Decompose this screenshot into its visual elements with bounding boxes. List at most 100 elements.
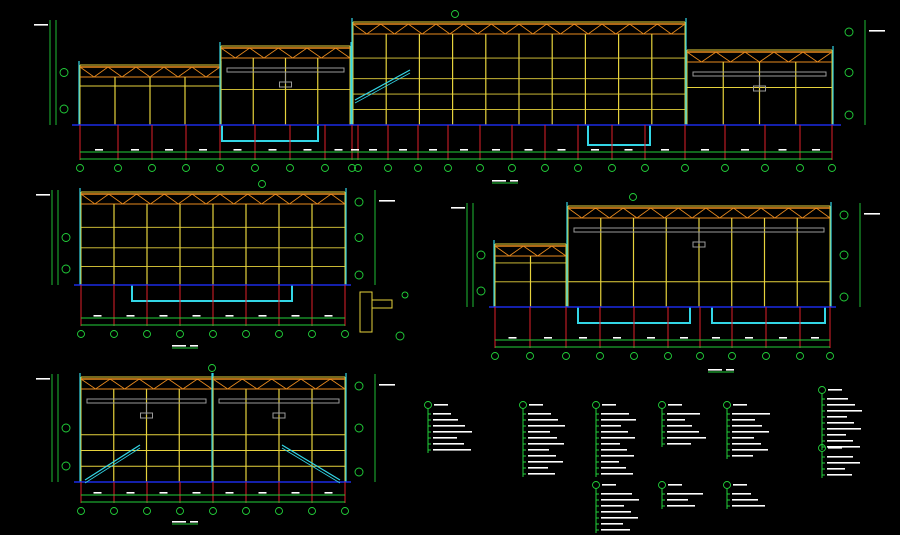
axis-marker-icon xyxy=(59,104,69,114)
note-heading xyxy=(668,404,682,406)
note-item xyxy=(827,428,861,430)
dimension-text xyxy=(126,492,135,494)
axis-marker-icon xyxy=(110,330,118,338)
note-group xyxy=(818,386,862,450)
section-1-1 xyxy=(34,10,885,184)
axis-marker-icon xyxy=(348,164,356,172)
elevation-text xyxy=(451,207,465,209)
detail-slab xyxy=(371,299,393,309)
truss-web xyxy=(220,47,351,59)
dimension-text xyxy=(192,492,201,494)
axis-marker-icon xyxy=(796,352,804,360)
note-item xyxy=(667,493,703,495)
note-marker-icon xyxy=(592,481,600,489)
axis-marker-icon xyxy=(77,330,85,338)
note-heading xyxy=(529,404,543,406)
note-item xyxy=(601,473,633,475)
crane xyxy=(218,398,340,419)
axis-marker-icon xyxy=(354,233,364,242)
section-scale xyxy=(190,521,198,523)
axis-marker-icon xyxy=(476,286,486,296)
note-item xyxy=(827,416,847,418)
note-item xyxy=(732,419,755,421)
axis-marker-icon xyxy=(308,330,316,338)
axis-marker-icon xyxy=(562,352,570,360)
truss-web xyxy=(79,66,221,78)
note-group xyxy=(424,401,472,453)
foundation-pit xyxy=(587,125,651,146)
note-group xyxy=(592,401,636,477)
note-item xyxy=(667,499,688,501)
dimension-text xyxy=(165,149,173,151)
note-item xyxy=(433,431,472,433)
note-group xyxy=(658,481,703,509)
dimension-text xyxy=(579,337,587,339)
dimension-text xyxy=(812,149,820,151)
note-item xyxy=(667,437,706,439)
note-item xyxy=(601,449,627,451)
axis-marker-icon xyxy=(61,461,71,471)
axis-marker-icon xyxy=(664,352,672,360)
axis-marker-icon xyxy=(414,164,422,172)
building-sections xyxy=(34,10,885,525)
axis-marker-icon xyxy=(341,507,349,515)
roof-truss xyxy=(220,47,351,59)
note-item xyxy=(667,419,685,421)
axis-marker-icon xyxy=(176,507,184,515)
note-item xyxy=(827,422,854,424)
stair xyxy=(84,444,141,481)
dimension-text xyxy=(712,337,720,339)
axis-marker-icon xyxy=(143,507,151,515)
axis-marker-icon xyxy=(630,352,638,360)
note-heading xyxy=(733,484,747,486)
note-item xyxy=(528,419,558,421)
axis-marker-icon xyxy=(275,330,283,338)
dimension-text xyxy=(95,149,103,151)
dimension-text xyxy=(258,492,267,494)
section-scale xyxy=(510,180,518,182)
dimension-text xyxy=(647,337,655,339)
axis-marker-icon xyxy=(251,164,259,172)
axis-marker-icon xyxy=(476,164,484,172)
roof-truss xyxy=(686,51,833,63)
elevation-text xyxy=(379,200,395,202)
section-4-4 xyxy=(36,364,395,525)
note-marker-icon xyxy=(519,401,527,409)
dimension-text xyxy=(192,315,201,317)
axis-marker-icon xyxy=(354,197,364,207)
dimension-text xyxy=(324,315,333,317)
dimension-text xyxy=(291,492,300,494)
dimension-text xyxy=(258,315,267,317)
note-item xyxy=(667,505,695,507)
note-marker-icon xyxy=(658,401,666,409)
axis-marker-icon xyxy=(242,330,250,338)
axis-marker-icon xyxy=(216,164,224,172)
note-item xyxy=(827,404,855,406)
note-item xyxy=(601,437,635,439)
foundation-pit xyxy=(711,307,826,324)
axis-marker-icon xyxy=(242,507,250,515)
section-title xyxy=(172,345,186,347)
axis-marker-icon xyxy=(176,330,184,338)
axis-marker-icon xyxy=(182,164,190,172)
crane xyxy=(226,67,345,88)
dimension-text xyxy=(291,315,300,317)
dimension-text xyxy=(680,337,688,339)
roof-truss xyxy=(494,245,567,257)
axis-marker-icon xyxy=(696,352,704,360)
note-item xyxy=(433,419,458,421)
axis-marker-icon xyxy=(596,352,604,360)
note-item xyxy=(601,517,638,519)
axis-marker-icon xyxy=(844,110,854,120)
dimension-text xyxy=(93,315,102,317)
axis-marker-icon xyxy=(384,164,392,172)
crane-grab xyxy=(272,412,286,419)
axis-marker-icon xyxy=(110,507,118,515)
note-group xyxy=(658,401,706,447)
dimension-text xyxy=(369,149,377,151)
axis-marker-icon xyxy=(839,210,849,220)
truss-web xyxy=(352,23,686,35)
dimension-text xyxy=(351,149,359,151)
axis-marker-icon xyxy=(59,68,69,77)
axis-marker-icon xyxy=(354,381,364,391)
